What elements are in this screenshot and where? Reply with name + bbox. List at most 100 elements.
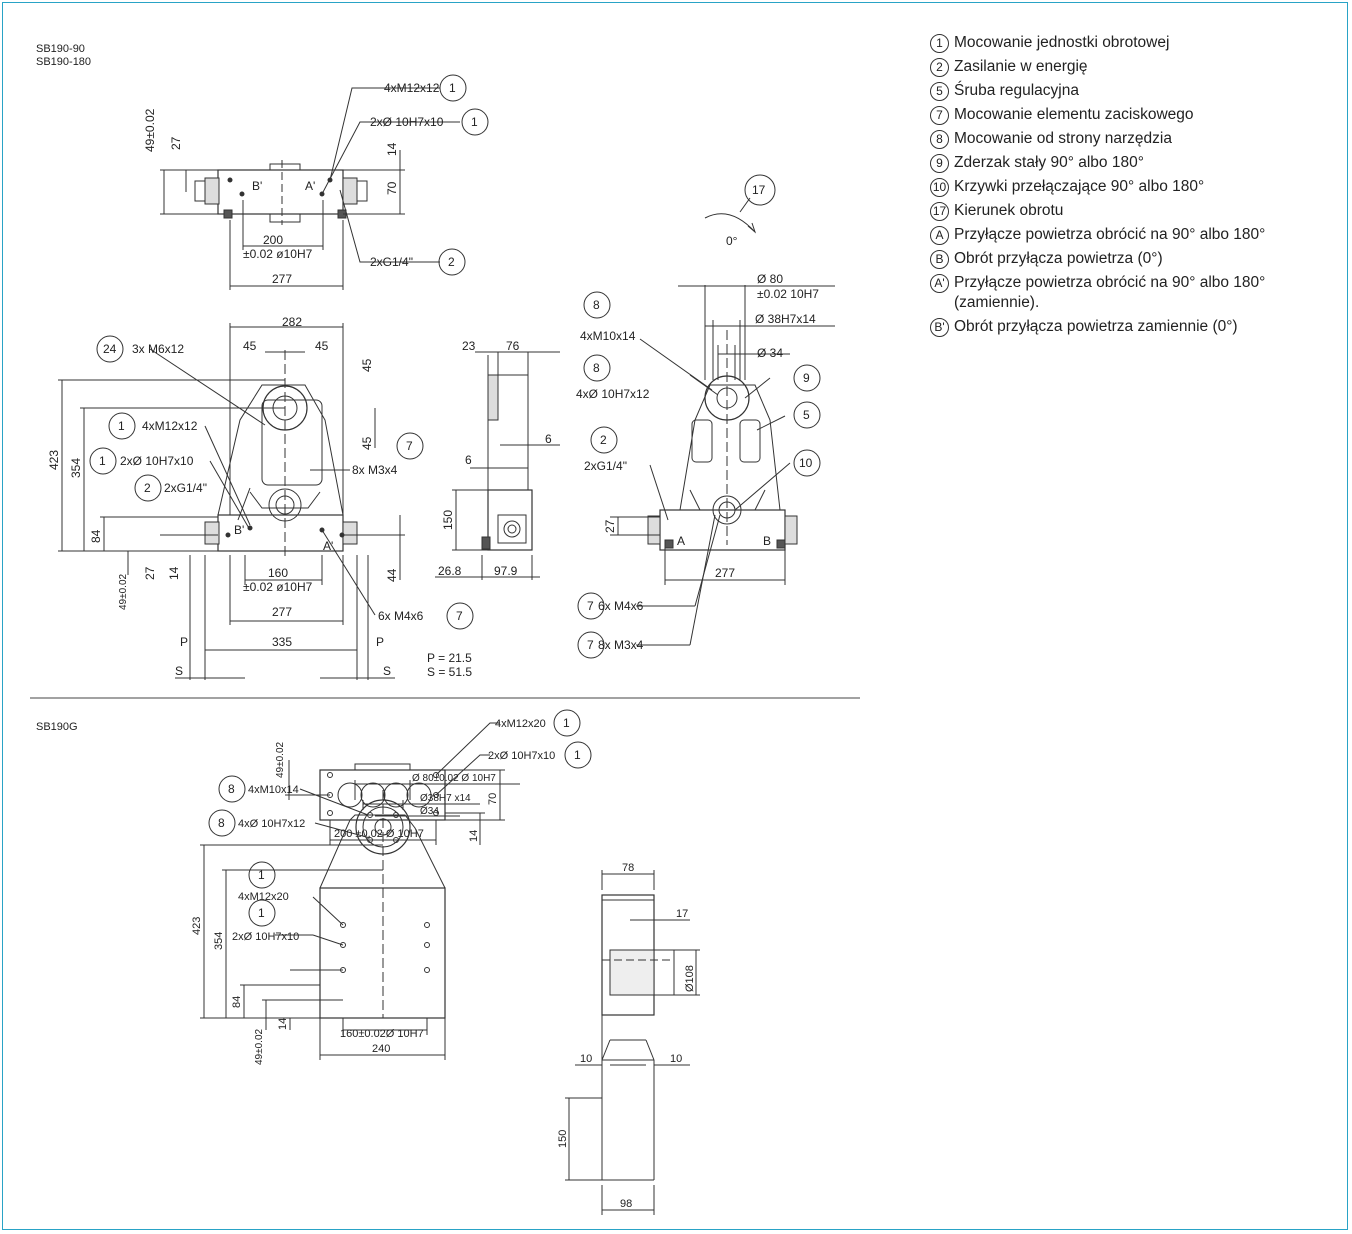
g-front-dim-160: 160±0.02Ø 10H7 [340, 1028, 424, 1040]
rear-dim-80: Ø 80 [757, 272, 783, 286]
front-dim-160-tol: ±0.02 ø10H7 [243, 580, 313, 594]
rear-dim-38: Ø 38H7x14 [755, 312, 816, 326]
rear-view [610, 197, 835, 646]
front-view [58, 323, 405, 680]
front-dim-44: 44 [385, 568, 399, 582]
legend-item-text: Obrót przyłącza powietrza zamiennie (0°) [954, 318, 1238, 335]
svg-text:7: 7 [456, 609, 463, 623]
svg-text:8: 8 [228, 782, 235, 796]
legend-item-number: 10 [930, 178, 949, 197]
top-dim-200: 200 [263, 233, 283, 247]
front-s-value: S = 51.5 [427, 665, 472, 679]
g-top-balloons: 1 1 [553, 709, 592, 769]
side-dim-6b: 6 [465, 453, 472, 467]
legend-item-text: Przyłącze powietrza obrócić na 90° albo … [954, 226, 1266, 243]
front-dim-s-left: S [175, 664, 183, 678]
front-dim-277: 277 [272, 605, 292, 619]
legend-item: 17 Kierunek obrotu [930, 201, 1340, 221]
side-dim-23: 23 [462, 339, 476, 353]
front-p-value: P = 21.5 [427, 651, 472, 665]
legend-item-number: 7 [930, 106, 949, 125]
front-dim-335: 335 [272, 635, 292, 649]
svg-text:1: 1 [258, 868, 265, 882]
g-front-dim-80: Ø 80±0.02 Ø 10H7 [412, 773, 496, 784]
top-port-b-label: B' [252, 179, 262, 193]
svg-text:7: 7 [587, 599, 594, 613]
rear-balloons: 8 8 2 9 5 10 17 7 7 [577, 174, 821, 659]
legend-item-text: Kierunek obrotu [954, 202, 1064, 219]
legend-item-number: 5 [930, 82, 949, 101]
side-dim-150: 150 [441, 510, 455, 530]
front-dim-282: 282 [282, 315, 302, 329]
legend-item-text: Mocowanie jednostki obrotowej [954, 34, 1170, 51]
rear-callout-7a-label: 6x M4x6 [598, 599, 644, 613]
svg-text:1: 1 [563, 716, 570, 730]
svg-text:1: 1 [258, 906, 265, 920]
front-dim-160: 160 [268, 566, 288, 580]
g-side-dim-150: 150 [557, 1130, 569, 1148]
g-top-dim-14: 14 [468, 830, 480, 842]
side-dim-26-8: 26.8 [438, 564, 462, 578]
front-dim-45b: 45 [315, 339, 329, 353]
front-callout-24-label: 3x M6x12 [132, 342, 184, 356]
g-side-dim-10a: 10 [580, 1053, 592, 1065]
g-front-dim-14: 14 [277, 1018, 289, 1030]
front-dim-s-right: S [383, 664, 391, 678]
legend-item-number: A [930, 226, 949, 245]
top-dim-200-tol: ±0.02 ø10H7 [243, 247, 313, 261]
top-callout-1b-label: 2xØ 10H7x10 [370, 115, 444, 129]
g-side-dim-10b: 10 [670, 1053, 682, 1065]
rear-callout-8b-label: 4xØ 10H7x12 [576, 387, 650, 401]
g-side-view [565, 870, 700, 1215]
top-dim-70: 70 [385, 181, 399, 195]
g-side-dim-108: Ø108 [684, 965, 696, 992]
g-front-dim-423: 423 [191, 917, 203, 935]
side-view [435, 351, 560, 580]
legend-item-number: A' [930, 274, 949, 293]
legend-item-number: 9 [930, 154, 949, 173]
rear-callout-2-label: 2xG1/4" [584, 459, 627, 473]
front-callout-7a-label: 8x M3x4 [352, 463, 398, 477]
legend-item: 5 Śruba regulacyjna [930, 81, 1340, 101]
legend-item-text: Mocowanie od strony narzędzia [954, 130, 1172, 147]
rear-dim-34: Ø 34 [757, 346, 783, 360]
legend-item: A' Przyłącze powietrza obrócić na 90° alb… [930, 273, 1340, 313]
front-dim-423: 423 [47, 450, 61, 470]
g-front-dim-84: 84 [231, 996, 243, 1008]
front-dim-84: 84 [89, 529, 103, 543]
g-side-dim-78: 78 [622, 862, 634, 874]
rear-callout-8a-label: 4xM10x14 [580, 329, 636, 343]
top-dim-277: 277 [272, 272, 292, 286]
svg-text:8: 8 [593, 361, 600, 375]
svg-text:9: 9 [803, 371, 810, 385]
svg-text:17: 17 [752, 183, 766, 197]
legend-item-text: Przyłącze powietrza obrócić na 90° albo … [954, 274, 1266, 311]
g-front-callout-1a-label: 4xM12x20 [238, 891, 289, 903]
g-top-callout-1a-label: 4xM12x20 [495, 718, 546, 730]
svg-text:1: 1 [99, 454, 106, 468]
svg-text:7: 7 [587, 638, 594, 652]
front-callout-1b-label: 2xØ 10H7x10 [120, 454, 194, 468]
legend-item-text: Mocowanie elementu zaciskowego [954, 106, 1194, 123]
g-front-dim-38: Ø38H7 x14 [420, 793, 471, 804]
front-dim-49: 49±0.02 [118, 573, 129, 610]
legend-item-text: Śruba regulacyjna [954, 82, 1079, 99]
g-front-callout-8b-label: 4xØ 10H7x12 [238, 818, 305, 830]
front-dim-14: 14 [167, 566, 181, 580]
legend-item-number: B [930, 250, 949, 269]
legend-item: B'Obrót przyłącza powietrza zamiennie (0… [930, 317, 1340, 337]
front-callout-1a-label: 4xM12x12 [142, 419, 198, 433]
g-front-dim-354: 354 [213, 932, 225, 950]
front-callout-2-label: 2xG1/4" [164, 481, 207, 495]
svg-text:2: 2 [600, 433, 607, 447]
g-front-balloons: 8 8 1 1 [208, 775, 276, 927]
side-dim-97-9: 97.9 [494, 564, 518, 578]
top-callout-1-label: 4xM12x12 [384, 81, 440, 95]
g-front-dim-49: 49±0.02 [254, 1028, 265, 1065]
legend-item-number: 17 [930, 202, 949, 221]
